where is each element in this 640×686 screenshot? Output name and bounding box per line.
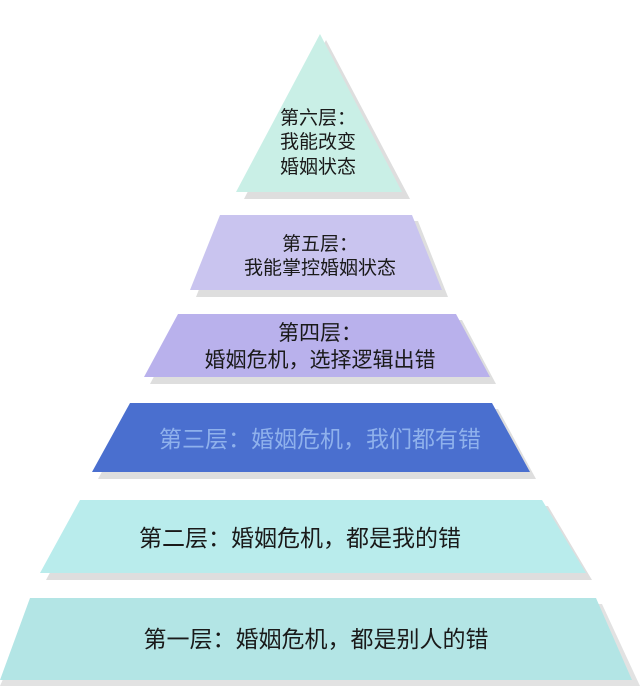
level-3-label: 第三层：婚姻危机，我们都有错 <box>159 426 481 455</box>
level-4-line-2: 婚姻危机，选择逻辑出错 <box>204 347 436 372</box>
level-1-line-1: 第一层：婚姻危机，都是别人的错 <box>143 627 489 653</box>
level-3-face <box>92 403 530 472</box>
level-6-line-2: 我能改变 <box>279 131 357 154</box>
level-4-label: 第四层： 婚姻危机，选择逻辑出错 <box>205 320 436 374</box>
level-5-face <box>190 215 442 290</box>
level-3-line-1: 第三层：婚姻危机，我们都有错 <box>159 427 481 453</box>
level-6-face <box>236 34 402 192</box>
level-6-line-3: 婚姻状态 <box>279 155 357 178</box>
level-5-line-1: 第五层： <box>281 233 359 255</box>
level-2-line-1: 第二层：婚姻危机，都是我的错 <box>139 526 461 552</box>
level-5-label: 第五层： 我能掌控婚姻状态 <box>244 232 396 281</box>
level-1-face <box>0 598 632 680</box>
level-4-line-1: 第四层： <box>278 321 362 345</box>
level-4-face <box>144 314 490 377</box>
level-2-face <box>40 500 586 573</box>
level-6-label: 第六层： 我能改变 婚姻状态 <box>280 106 356 179</box>
level-5-line-2: 我能掌控婚姻状态 <box>243 257 397 280</box>
level-2-label: 第二层：婚姻危机，都是我的错 <box>139 525 461 554</box>
level-6-line-1: 第六层： <box>279 107 357 129</box>
level-1-label: 第一层：婚姻危机，都是别人的错 <box>144 626 489 655</box>
